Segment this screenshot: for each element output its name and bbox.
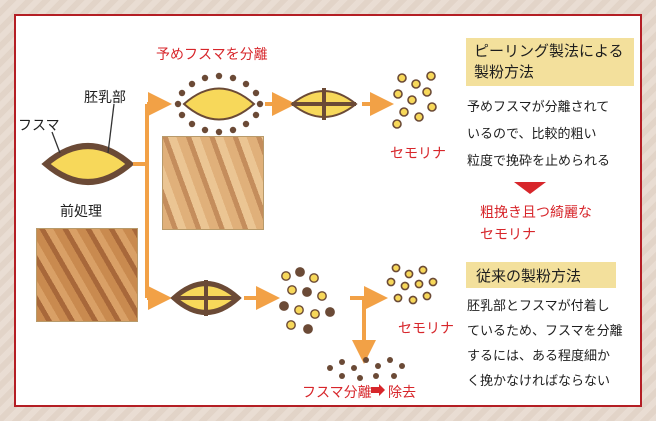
peeling-method-header	[466, 38, 634, 86]
peeling-desc-line1: 予めフスマが分離されて	[467, 100, 610, 115]
semolina-top-label: セモリナ	[390, 146, 446, 162]
endosperm-pointer	[107, 103, 115, 154]
quartered-kernel-bottom-icon	[170, 280, 242, 316]
endosperm-label: 胚乳部	[84, 90, 126, 106]
separated-bran-dots	[174, 72, 264, 136]
conventional-title: 従来の製粉方法	[476, 267, 582, 285]
pretreatment-photo	[36, 228, 138, 322]
dehulled-kernel-icon	[182, 87, 256, 121]
semolina-bottom-label: セモリナ	[398, 321, 454, 337]
bran-removed-dots	[327, 357, 405, 381]
peeling-desc-line2: いるので、比較的粗い	[467, 127, 597, 142]
removal-label: 除去	[388, 385, 416, 401]
pretreatment-label: 前処理	[60, 204, 102, 220]
conventional-desc-line2: ているため、フスマを分離	[467, 324, 623, 339]
bran-pointer	[51, 131, 61, 154]
split-arrows	[350, 286, 388, 364]
bran-label: フスマ	[18, 118, 60, 134]
peeling-desc-line3: 粒度で挽砕を止められる	[467, 154, 611, 169]
removal-arrow	[371, 384, 385, 396]
mixed-particles	[279, 267, 335, 334]
peeling-result-line1: 粗挽き且つ綺麗な	[480, 205, 592, 221]
quartered-kernel-top-icon	[290, 88, 358, 120]
peeled-grain-photo	[162, 136, 264, 230]
peeling-result-line2: セモリナ	[480, 227, 536, 243]
diagram-panel: 胚乳部 フスマ 前処理 予めフスマを分離 セモリナ セモリナ フスマ分離 除去 …	[14, 14, 642, 407]
prebran-separation-label: 予めフスマを分離	[156, 47, 268, 63]
whole-kernel-icon	[41, 143, 135, 185]
conventional-method-header	[466, 262, 616, 288]
diagram-graphics	[41, 71, 546, 396]
conventional-desc-line1: 胚乳部とフスマが付着し	[467, 299, 610, 314]
peeling-title-line2: 製粉方法	[474, 63, 535, 81]
bran-separation-label: フスマ分離	[302, 385, 372, 401]
conventional-desc-line4: く挽かなければならない	[467, 374, 611, 389]
result-down-triangle	[514, 182, 546, 194]
branch-lines	[133, 92, 172, 310]
semolina-top-granules	[392, 71, 437, 129]
semolina-bottom-granules	[386, 263, 438, 305]
conventional-desc-line3: するには、ある程度細か	[467, 349, 611, 364]
peeling-title-line1: ピーリング製法による	[474, 42, 624, 60]
